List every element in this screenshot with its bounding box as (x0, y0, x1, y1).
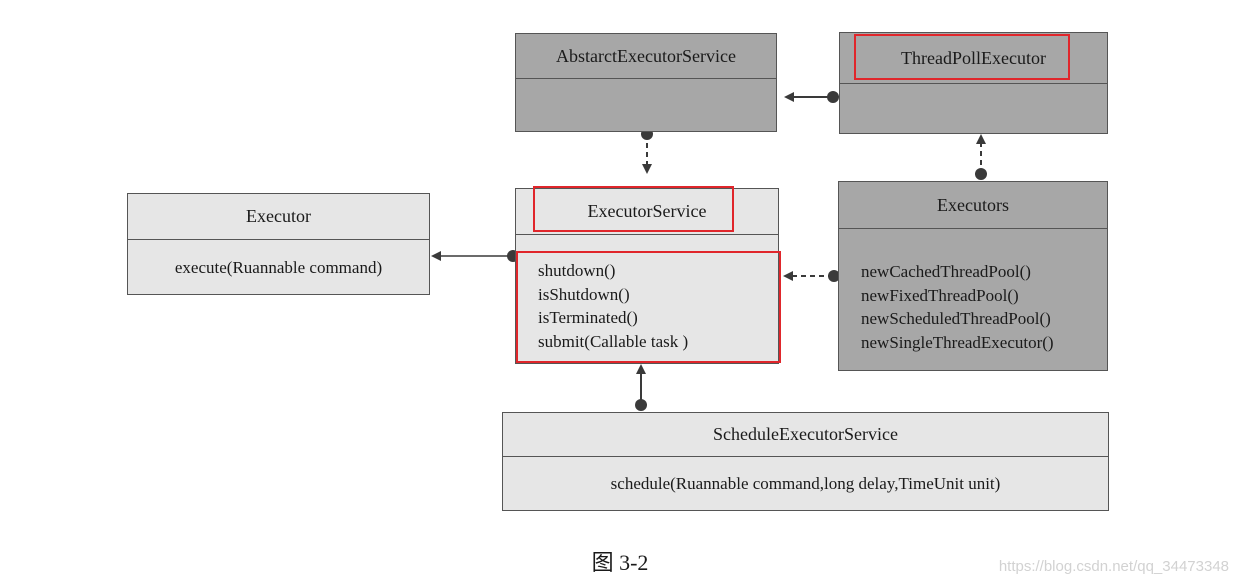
executor-service-methods: shutdown() isShutdown() isTerminated() s… (516, 253, 778, 353)
connector-executors-to-executorservice (783, 270, 840, 282)
method-shutdown: shutdown() (538, 261, 616, 280)
method-is-shutdown: isShutdown() (538, 284, 630, 304)
connector-executorservice-to-executor (431, 250, 519, 262)
schedule-executor-service-method: schedule(Ruannable command,long delay,Ti… (610, 474, 1001, 493)
method-new-cached-thread-pool: newCachedThreadPool() (861, 262, 1031, 281)
method-is-terminated: isTerminated() (538, 308, 638, 327)
abstract-executor-service-title: AbstarctExecutorService (516, 34, 776, 79)
schedule-executor-service-title: ScheduleExecutorService (503, 413, 1108, 457)
method-new-single-thread-executor: newSingleThreadExecutor() (861, 332, 1054, 352)
watermark-url: https://blog.csdn.net/qq_34473348 (998, 558, 1229, 575)
executor-box: Executor execute(Ruannable command) (127, 193, 430, 295)
method-new-fixed-thread-pool: newFixedThreadPool() (861, 285, 1019, 305)
abstract-executor-service-box: AbstarctExecutorService (515, 33, 777, 132)
executor-title: Executor (128, 194, 429, 240)
schedule-executor-service-box: ScheduleExecutorService schedule(Ruannab… (502, 412, 1109, 511)
executor-service-title: ExecutorService (516, 189, 778, 235)
thread-pool-executor-title: ThreadPollExecutor (840, 33, 1107, 84)
method-new-scheduled-thread-pool: newScheduledThreadPool() (861, 309, 1051, 328)
executor-method: execute(Ruannable command) (174, 257, 383, 277)
executors-methods: newCachedThreadPool() newFixedThreadPool… (839, 254, 1107, 354)
thread-pool-executor-box: ThreadPollExecutor (839, 32, 1108, 134)
connector-abstract-to-executorservice (641, 128, 653, 174)
executors-box: Executors newCachedThreadPool() newFixed… (838, 181, 1108, 371)
figure-caption: 图 3-2 (591, 550, 649, 575)
connector-schedule-to-executorservice (635, 364, 647, 411)
connector-executors-to-threadpool (975, 134, 987, 180)
executor-service-box: ExecutorService shutdown() isShutdown() … (515, 188, 779, 364)
method-submit: submit(Callable task ) (538, 331, 689, 351)
connector-threadpool-to-abstract (784, 91, 839, 103)
executors-title: Executors (839, 182, 1107, 229)
